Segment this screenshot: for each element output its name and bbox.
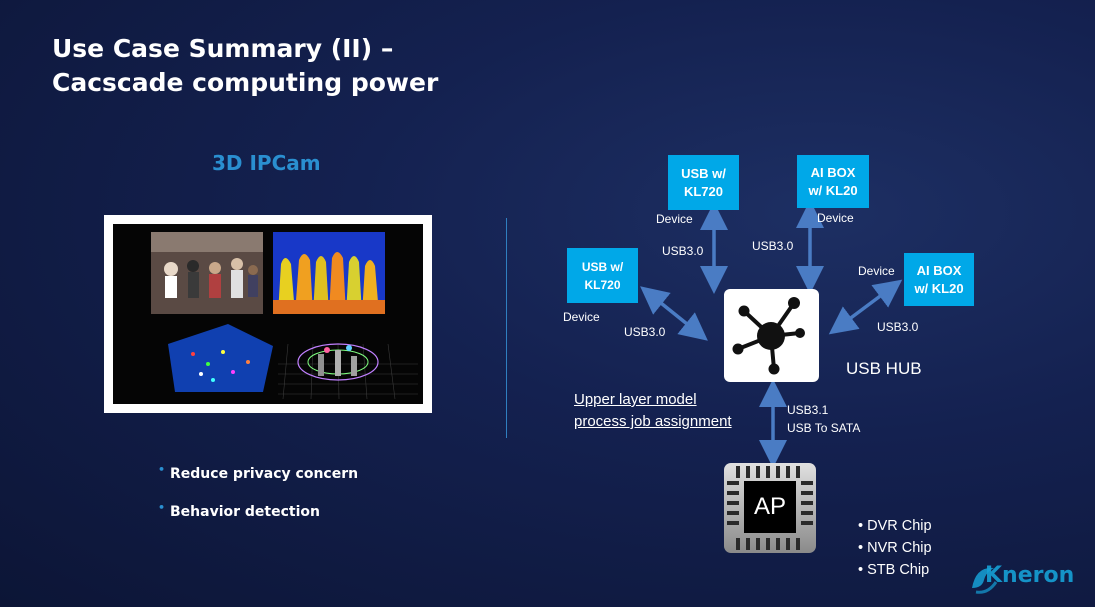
left-bullet-item: Behavior detection bbox=[158, 501, 358, 520]
ap-chip-label: AP bbox=[753, 493, 786, 520]
device-box-usb-kl720-top: USB w/KL720 bbox=[668, 155, 739, 210]
link-label: USB3.0 bbox=[624, 325, 666, 339]
link-arrow-device-4 bbox=[828, 279, 903, 335]
section-title: 3D IPCam bbox=[212, 151, 321, 175]
link-label: USB3.0 bbox=[877, 320, 919, 334]
slide-title: Use Case Summary (II) – Cacscade computi… bbox=[52, 32, 438, 100]
ap-bullet-list: DVR Chip NVR Chip STB Chip bbox=[858, 515, 932, 581]
slide-title-line-1: Use Case Summary (II) – bbox=[52, 34, 394, 63]
ipcam-image bbox=[104, 215, 432, 413]
left-bullet-list: Reduce privacy concern Behavior detectio… bbox=[158, 463, 358, 542]
left-bullet-item: Reduce privacy concern bbox=[158, 463, 358, 482]
device-label: Device bbox=[656, 212, 693, 226]
slide-title-line-2: Cacscade computing power bbox=[52, 68, 439, 97]
kneron-logo bbox=[972, 567, 998, 594]
hub-network-icon bbox=[732, 297, 805, 375]
usb-hub-label: USB HUB bbox=[846, 359, 922, 378]
ipcam-screen bbox=[113, 224, 423, 404]
ap-bullet-item: NVR Chip bbox=[858, 537, 931, 559]
link-label: USB3.0 bbox=[662, 244, 704, 258]
device-box-usb-kl720-left: USB w/KL720 bbox=[567, 248, 638, 303]
link-arrow-device-3 bbox=[640, 286, 708, 341]
link-label: USB3.0 bbox=[752, 239, 794, 253]
upper-note-line-2: process job assignment bbox=[574, 413, 732, 430]
kneron-logo-text: Kneron bbox=[985, 563, 1075, 588]
upper-layer-note: Upper layer model process job assignment bbox=[574, 389, 732, 433]
ap-chip: AP bbox=[722, 461, 818, 555]
ap-chip-icon bbox=[724, 463, 816, 553]
upper-note-line-1: Upper layer model bbox=[574, 391, 697, 408]
column-divider bbox=[506, 218, 507, 438]
usb-hub-box bbox=[724, 289, 819, 382]
ipcam-scene-graphic bbox=[151, 232, 418, 400]
device-label: Device bbox=[817, 211, 854, 225]
ap-link-label-line-2: USB To SATA bbox=[787, 421, 861, 435]
ap-link-label-line-1: USB3.1 bbox=[787, 403, 829, 417]
device-label: Device bbox=[563, 310, 600, 324]
device-label: Device bbox=[858, 264, 895, 278]
ap-bullet-item: DVR Chip bbox=[858, 515, 931, 537]
ap-bullet-item: STB Chip bbox=[858, 559, 932, 581]
